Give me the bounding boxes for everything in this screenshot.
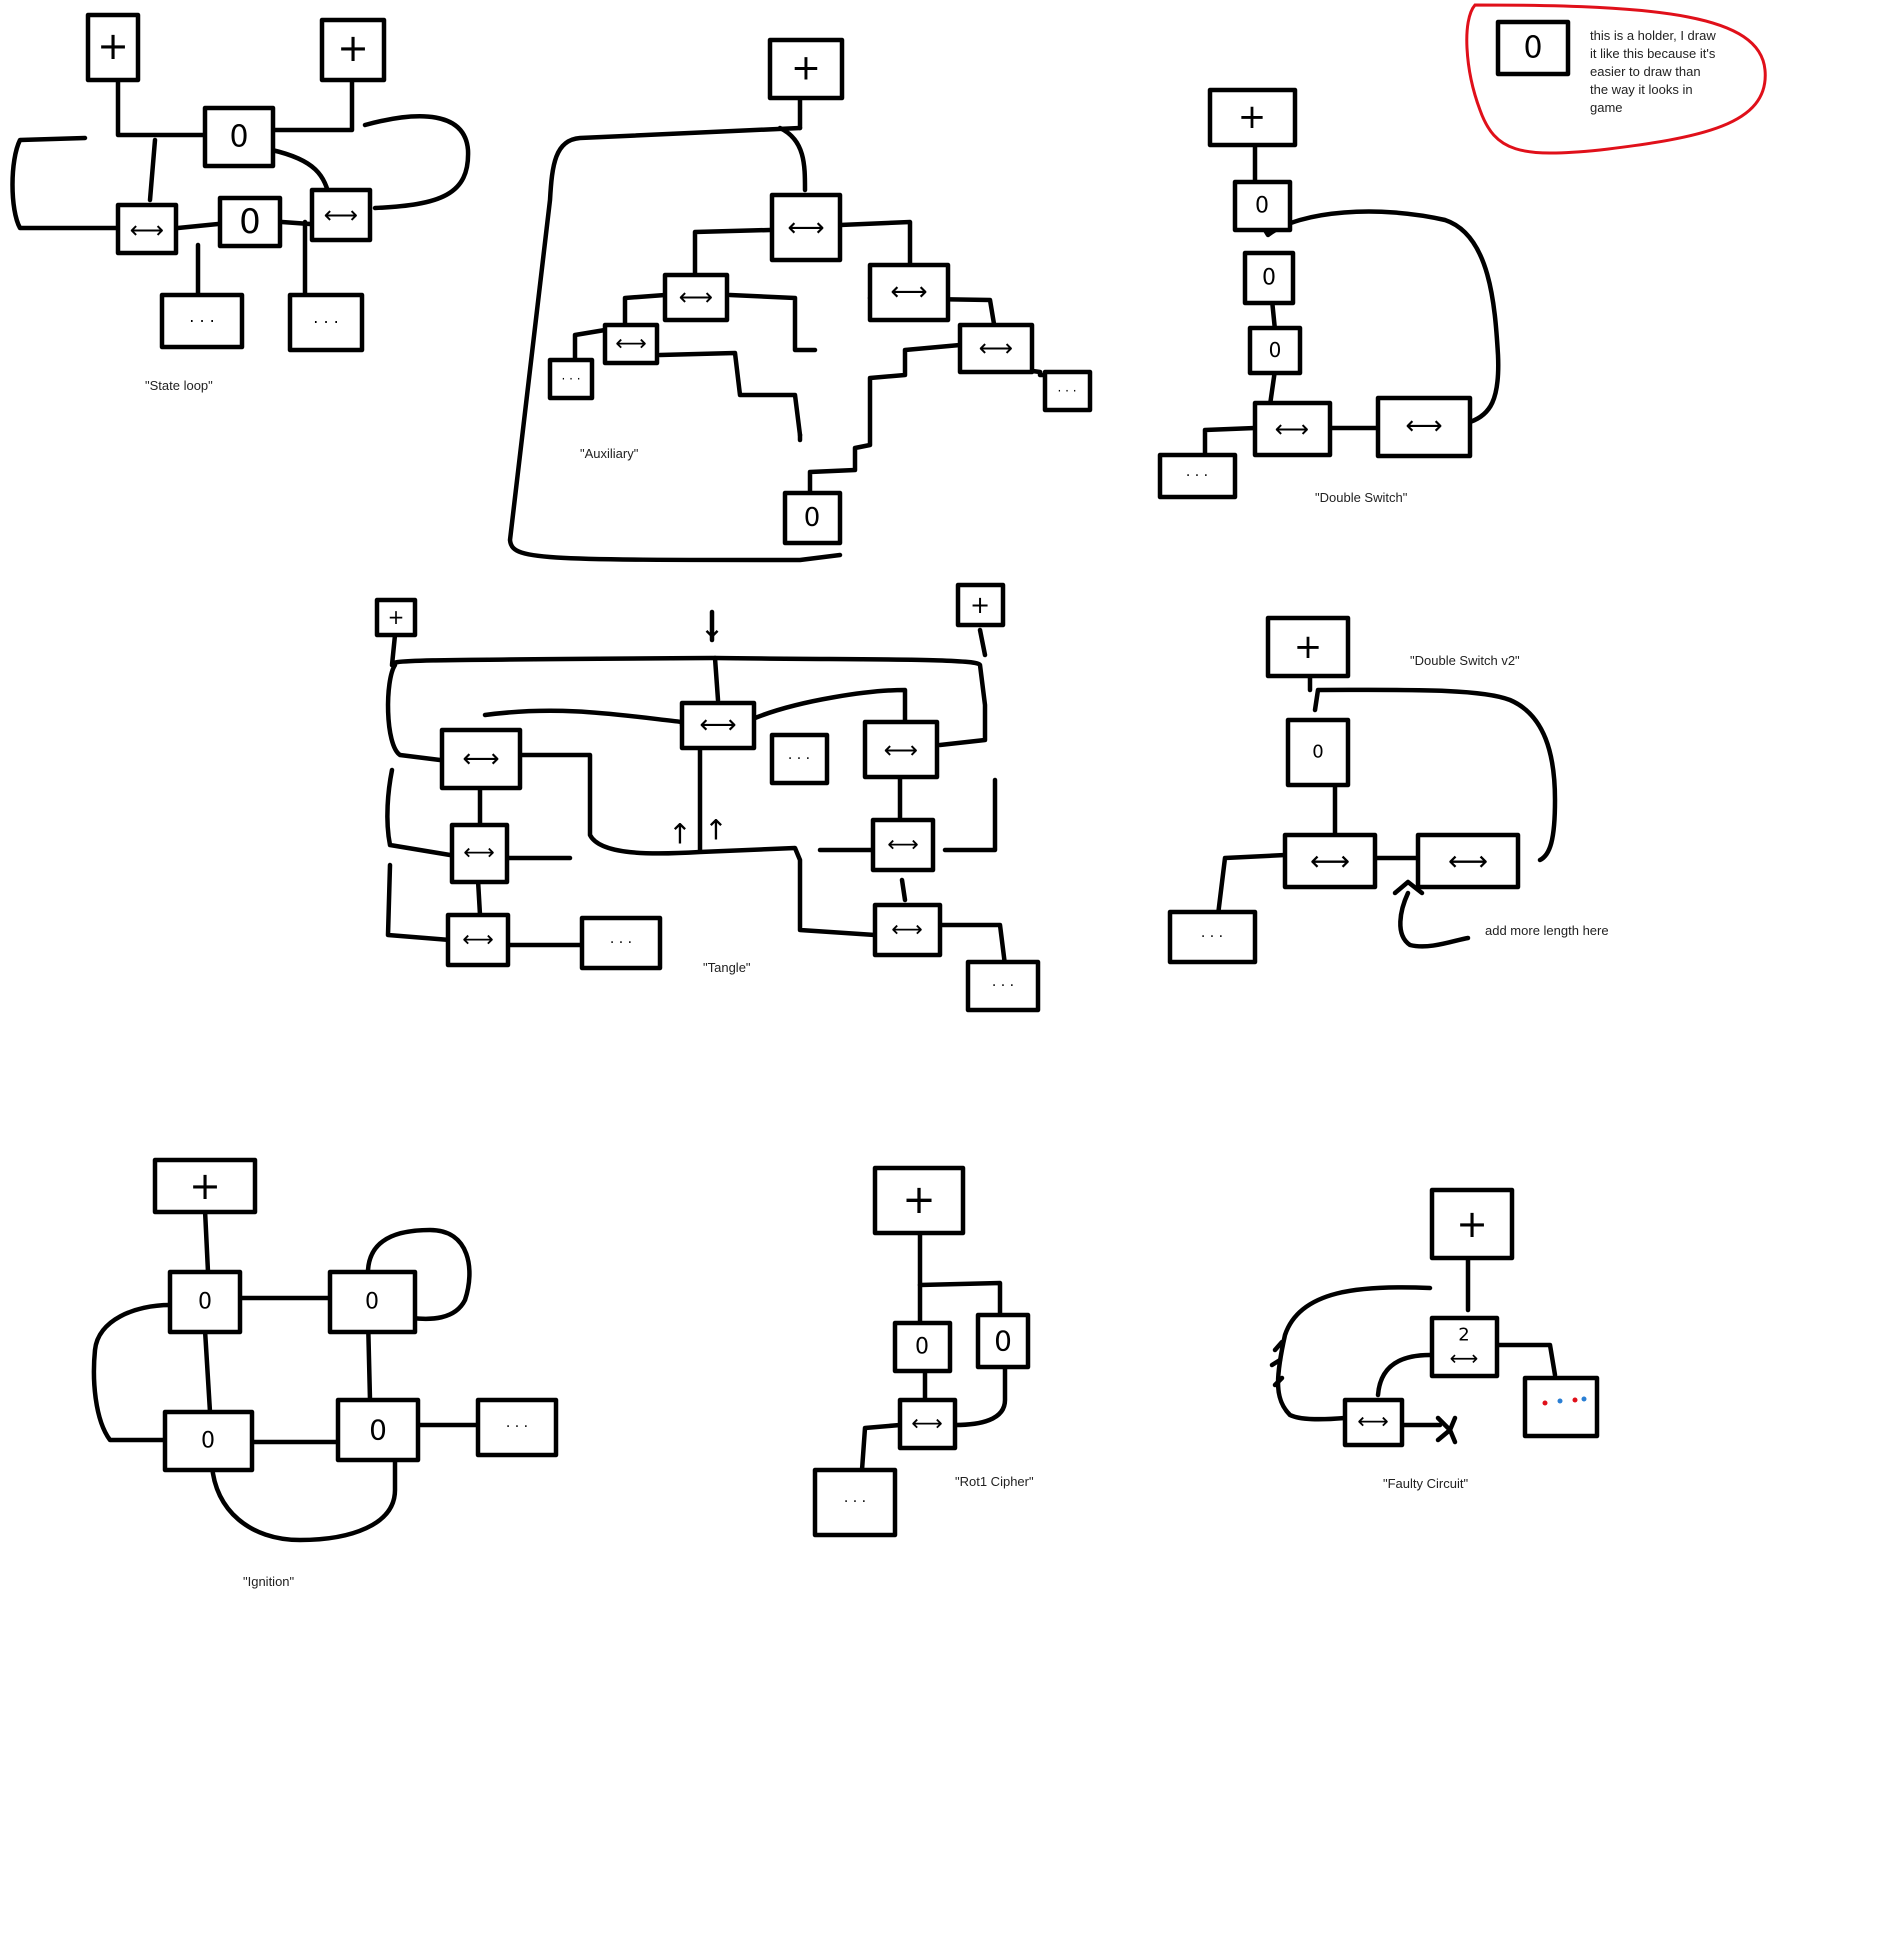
holder-icon: 0 [198, 1290, 212, 1315]
note-line-4: the way it looks in [1590, 82, 1693, 97]
faulty-dot-red [1572, 1397, 1578, 1403]
faulty-dot-blue [1581, 1396, 1587, 1402]
caption-tangle: "Tangle" [703, 960, 751, 975]
holder-note: 0 this is a holder, I draw it like this … [1465, 3, 1767, 155]
holder-icon: 0 [369, 1414, 387, 1447]
source-icon: + [970, 591, 990, 619]
holder-icon: 0 [1269, 338, 1282, 362]
source-icon: + [1238, 97, 1267, 137]
holder-icon: 0 [201, 1429, 215, 1454]
output-icon: · · · [992, 978, 1014, 994]
caption-double-switch: "Double Switch" [1315, 490, 1408, 505]
caption-rot1-cipher: "Rot1 Cipher" [955, 1474, 1034, 1489]
holder-icon: 0 [1255, 194, 1269, 219]
output-icon: · · · [788, 751, 810, 767]
switch-icon: ⟷ [679, 283, 713, 311]
diagram-auxiliary: + ⟷ ⟷ ⟷ ⟷ ⟷ · · · · · · 0 "Auxiliary" [507, 37, 1093, 563]
switch-icon: ⟷ [1275, 415, 1309, 443]
note-line-5: game [1590, 100, 1623, 115]
output-icon: · · · [1186, 468, 1208, 484]
caption-faulty-circuit: "Faulty Circuit" [1383, 1476, 1468, 1491]
holder-icon: 0 [1312, 742, 1323, 763]
arrow-up-icon: ↑ [704, 814, 727, 847]
holder-icon: 0 [804, 503, 821, 533]
output-icon: · · · [844, 1494, 866, 1510]
switch-icon: ⟷ [1310, 845, 1350, 878]
note-line-1: this is a holder, I draw [1590, 28, 1716, 43]
arrow-down-icon: ↓ [699, 611, 724, 646]
switch-icon: ⟷ [890, 277, 927, 307]
output-icon: · · · [1057, 384, 1076, 398]
faulty-dot-blue [1557, 1398, 1563, 1404]
caption-ignition: "Ignition" [243, 1574, 295, 1589]
source-icon: + [1456, 1202, 1488, 1246]
switch-icon: ⟷ [1448, 845, 1488, 878]
diagram-rot1-cipher: + 0 0 ⟷ · · · "Rot1 Cipher" [812, 1165, 1034, 1538]
diagram-faulty-circuit: + 2 ⟷ ⟷ "Faulty Circuit" [1269, 1187, 1600, 1491]
output-icon: · · · [506, 1419, 528, 1435]
diagram-state-loop: + + 0 ⟷ 0 ⟷ · · · · · · "State loop" [10, 12, 471, 393]
switch-icon: ⟷ [615, 332, 647, 357]
switch-icon: ⟷ [1450, 1346, 1479, 1370]
switch-icon: ⟷ [911, 1412, 943, 1437]
source-icon: + [97, 24, 129, 68]
faulty-dot-red [1542, 1400, 1548, 1406]
switch-icon: ⟷ [462, 928, 494, 953]
switch-icon: ⟷ [887, 833, 919, 858]
source-icon: + [1294, 627, 1323, 667]
output-icon: · · · [610, 935, 632, 951]
caption-state-loop: "State loop" [145, 378, 213, 393]
note-line-3: easier to draw than [1590, 64, 1701, 79]
output-icon: · · · [189, 312, 214, 331]
caption-auxiliary: "Auxiliary" [580, 446, 639, 461]
holder-icon: 0 [1262, 266, 1276, 291]
diagram-tangle: ↑ ↑ ↓ + + ⟷ ⟷ · · · ⟷ ⟷ ⟷ ⟷ · · · ⟷ · · … [374, 582, 1041, 1013]
switch-icon: ⟷ [699, 710, 736, 740]
switch-icon: ⟷ [979, 334, 1013, 362]
diagram-ignition: + 0 0 0 0 · · · "Ignition" [91, 1157, 559, 1589]
source-icon: + [902, 1177, 936, 1223]
output-icon: · · · [561, 372, 580, 386]
holder-icon: 0 [365, 1290, 379, 1315]
switch-icon: ⟷ [130, 216, 164, 244]
source-icon: + [388, 605, 405, 629]
switch-icon: ⟷ [462, 744, 499, 774]
diagram-double-switch: + 0 0 0 ⟷ ⟷ · · · "Double Switch" [1157, 87, 1501, 505]
holder-icon: 0 [229, 120, 248, 155]
holder-icon: 0 [915, 1335, 929, 1360]
switch-icon: ⟷ [463, 841, 495, 866]
switch-icon: ⟷ [1405, 411, 1442, 441]
holder-icon: 0 [994, 1325, 1012, 1358]
switch-icon: ⟷ [1357, 1410, 1389, 1435]
note-line-2: it like this because it's [1590, 46, 1716, 61]
source-icon: + [189, 1164, 221, 1208]
source-icon: + [337, 26, 369, 70]
switch-icon: ⟷ [884, 736, 918, 764]
faulty-number: 2 [1458, 1325, 1469, 1346]
output-icon: · · · [1201, 929, 1223, 945]
source-icon: + [791, 48, 821, 89]
holder-glyph: 0 [1523, 31, 1542, 66]
diagram-double-switch-v2: + 0 ⟷ ⟷ · · · "Double Switch v2" add mor… [1167, 615, 1609, 965]
caption-double-switch-v2: "Double Switch v2" [1410, 653, 1520, 668]
switch-icon: ⟷ [324, 201, 358, 229]
output-icon: · · · [313, 313, 338, 332]
switch-icon: ⟷ [891, 918, 923, 943]
switch-icon: ⟷ [787, 213, 824, 243]
annotation-add-length: add more length here [1485, 923, 1609, 938]
arrow-up-icon: ↑ [668, 818, 691, 851]
holder-icon: 0 [239, 202, 261, 242]
